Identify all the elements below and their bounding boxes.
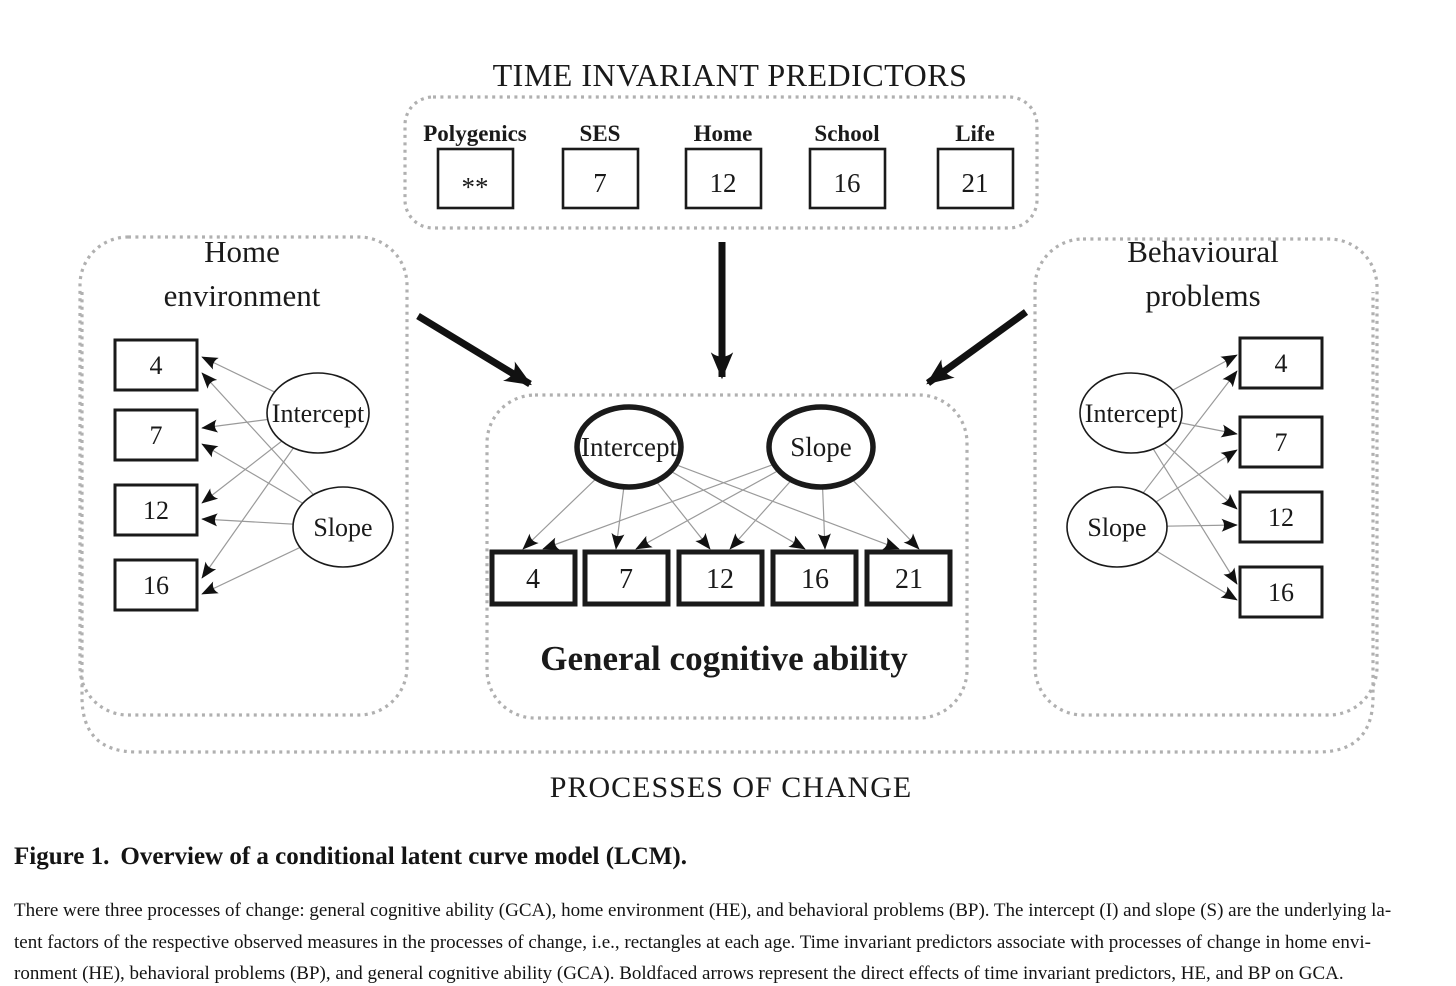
predictor-box-polygenics: [436, 147, 515, 210]
he-intercept-label: Intercept: [272, 399, 365, 428]
predictor-value-home: 12: [710, 168, 737, 198]
gca-age16: 16: [801, 564, 829, 595]
bp-box-age12: [1238, 490, 1324, 544]
processes-of-change-label: PROCESSES OF CHANGE: [550, 771, 912, 804]
predictor-value-polygenics: **: [462, 172, 489, 202]
gca-box-age16: [770, 549, 859, 607]
he-age16: 16: [143, 571, 169, 600]
home-environment-title-line1: Home: [204, 234, 280, 269]
bp-age4: 4: [1275, 349, 1288, 378]
behavioural-problems-title-line2: problems: [1145, 278, 1260, 313]
figure-caption: Figure 1. Overview of a conditional laten…: [0, 812, 1456, 986]
gca-intercept-label: Intercept: [581, 432, 677, 462]
bp-slope-ellipse: [1066, 486, 1168, 568]
bp-slope-label: Slope: [1087, 513, 1146, 542]
gca-slope-label: Slope: [790, 432, 852, 462]
predictor-value-life: 21: [962, 168, 989, 198]
gca-age21: 21: [895, 564, 923, 595]
figure-caption-heading: Figure 1. Overview of a conditional laten…: [14, 843, 1442, 871]
caption-line-1: There were three processes of change: ge…: [14, 900, 1392, 921]
home-environment-title-line2: environment: [164, 278, 321, 313]
time-invariant-title: TIME INVARIANT PREDICTORS: [493, 57, 968, 93]
gca-age4: 4: [526, 564, 540, 595]
gca-intercept-ellipse: [574, 404, 684, 490]
direct-effect-arrows: [416, 242, 1029, 387]
behavioural-problems-title-line1: Behavioural: [1127, 234, 1279, 269]
processes-of-change-container: [80, 292, 1375, 754]
he-age7: 7: [150, 421, 163, 450]
predictor-box-home: [684, 147, 763, 210]
predictor-label-life: Life: [955, 121, 995, 146]
gca-box-age21: [864, 549, 953, 607]
predictor-label-school: School: [814, 121, 879, 146]
gca-age12: 12: [706, 564, 734, 595]
he-box-age7: [113, 408, 199, 462]
he-age12: 12: [143, 496, 169, 525]
gca-slope-ellipse: [766, 404, 876, 490]
home-environment-container: [78, 235, 409, 717]
bp-intercept-ellipse: [1079, 372, 1183, 454]
predictor-label-ses: SES: [580, 121, 621, 146]
bp-box-age7: [1238, 415, 1324, 469]
arrow-bp-to-gca: [925, 309, 1029, 386]
bp-age12: 12: [1268, 503, 1294, 532]
arrow-he-to-gca: [416, 313, 532, 387]
he-slope-ellipse: [292, 486, 394, 568]
caption-line-3: ronment (HE), behavioral problems (BP), …: [14, 963, 1344, 984]
gca-container: [485, 393, 969, 720]
figure-caption-body: There were three processes of change: ge…: [14, 895, 1442, 986]
predictor-box-life: [936, 147, 1015, 210]
bp-box-age4: [1238, 336, 1324, 390]
bp-age16: 16: [1268, 578, 1294, 607]
he-box-age16: [113, 558, 199, 612]
gca-title: General cognitive ability: [540, 639, 908, 678]
bp-box-age16: [1238, 565, 1324, 619]
predictor-box-ses: [561, 147, 640, 210]
gca-box-age12: [676, 549, 765, 607]
he-slope-label: Slope: [313, 513, 372, 542]
he-age4: 4: [150, 351, 163, 380]
bp-intercept-label: Intercept: [1085, 399, 1178, 428]
gca-box-age4: [489, 549, 578, 607]
predictor-box-school: [808, 147, 887, 210]
he-box-age4: [113, 338, 199, 392]
bp-age7: 7: [1275, 428, 1288, 457]
he-box-age12: [113, 483, 199, 537]
he-intercept-ellipse: [266, 372, 370, 454]
gca-box-age7: [582, 549, 671, 607]
behavioural-problems-container: [1033, 237, 1379, 717]
predictor-value-school: 16: [834, 168, 861, 198]
predictor-label-polygenics: Polygenics: [423, 121, 527, 146]
lcm-diagram: TIME INVARIANT PREDICTORS Polygenics SES…: [78, 57, 1379, 804]
predictor-label-home: Home: [694, 121, 753, 146]
predictor-value-ses: 7: [593, 168, 607, 198]
gca-age7: 7: [619, 564, 633, 595]
figure-label: Figure 1.: [14, 843, 110, 870]
caption-line-2: tent factors of the respective observed …: [14, 931, 1371, 953]
figure-title: Overview of a conditional latent curve m…: [120, 843, 687, 870]
